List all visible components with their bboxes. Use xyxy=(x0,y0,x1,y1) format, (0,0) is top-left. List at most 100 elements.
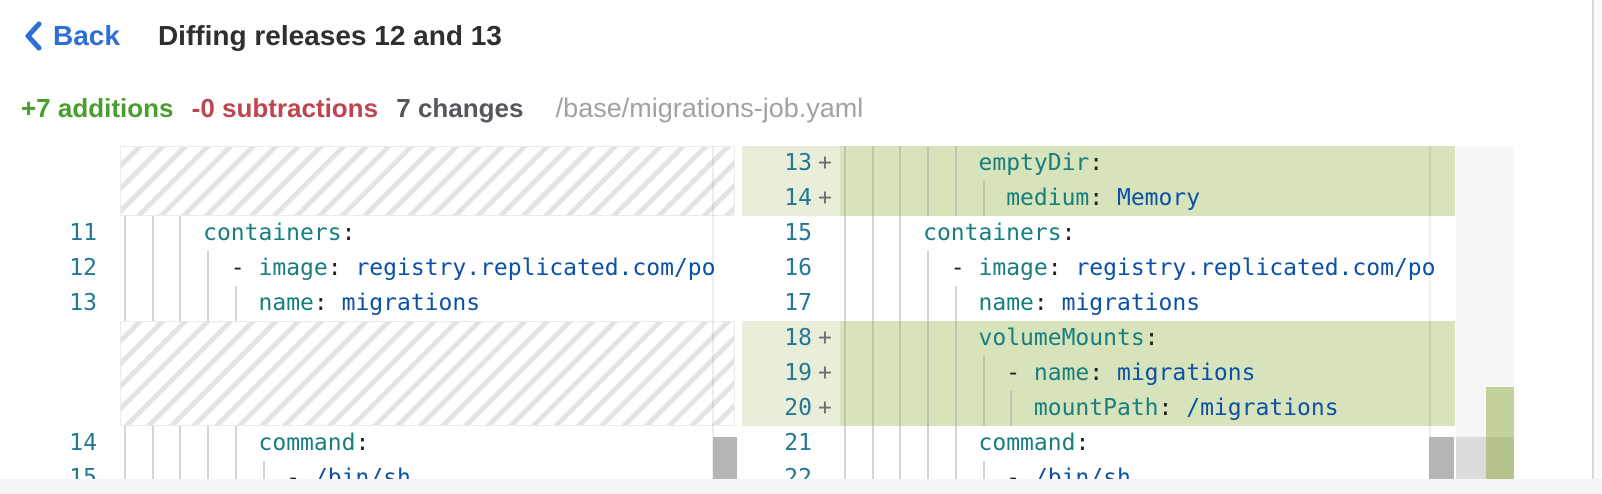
indent-guide xyxy=(844,461,846,494)
diff-line[interactable]: 20+mountPath: /migrations xyxy=(742,391,1455,426)
indent-guide xyxy=(151,216,154,251)
indent-guide xyxy=(234,286,237,321)
code-text: name: migrations xyxy=(258,290,481,316)
indent-guide xyxy=(954,426,957,461)
diff-line[interactable]: 15 containers: xyxy=(742,216,1455,251)
page-header: Back Diffing releases 12 and 13 xyxy=(23,20,502,52)
added-line-highlight xyxy=(840,356,1455,391)
diff-line[interactable]: 19+- name: migrations xyxy=(742,356,1455,391)
bottom-strip xyxy=(0,479,1602,494)
indent-guide xyxy=(899,461,902,494)
indent-guide xyxy=(927,286,930,321)
indent-guide xyxy=(844,356,846,391)
code-text: containers: xyxy=(923,220,1076,246)
collapsed-unchanged-region[interactable] xyxy=(120,146,735,216)
back-button[interactable]: Back xyxy=(23,20,120,52)
indent-guide xyxy=(234,426,237,461)
indent-guide xyxy=(899,391,902,426)
code-text: - image: registry.replicated.com/po xyxy=(950,255,1436,281)
indent-guide xyxy=(124,426,126,461)
indent-guide xyxy=(844,181,846,216)
added-marker: + xyxy=(818,360,832,386)
added-line-highlight xyxy=(840,146,1455,181)
indent-guide xyxy=(982,181,985,216)
code-text: command: xyxy=(258,430,370,456)
added-gutter-highlight xyxy=(742,146,840,181)
indent-guide xyxy=(124,286,126,321)
added-marker: + xyxy=(818,185,832,211)
line-number: 12 xyxy=(69,255,97,281)
changes-count: 7 changes xyxy=(396,93,524,123)
indent-guide xyxy=(954,181,957,216)
indent-guide xyxy=(927,321,930,356)
indent-guide xyxy=(207,286,210,321)
collapsed-unchanged-region[interactable] xyxy=(120,321,735,426)
diff-line[interactable]: 13+emptyDir: xyxy=(742,146,1455,181)
indent-guide xyxy=(927,251,930,286)
line-number: 13 xyxy=(784,150,812,176)
added-line-highlight xyxy=(840,181,1455,216)
indent-guide xyxy=(871,181,874,216)
indent-guide xyxy=(179,426,182,461)
indent-guide xyxy=(954,146,957,181)
code-text: medium: Memory xyxy=(1006,185,1201,211)
code-text: - name: migrations xyxy=(1006,360,1256,386)
vertical-scrollbar-thumb[interactable] xyxy=(1429,437,1454,479)
indent-guide xyxy=(207,426,210,461)
indent-guide xyxy=(954,286,957,321)
indent-guide xyxy=(899,321,902,356)
indent-guide xyxy=(871,426,874,461)
indent-guide xyxy=(927,181,930,216)
indent-guide xyxy=(844,146,846,181)
indent-guide xyxy=(124,461,126,494)
added-line-highlight xyxy=(840,391,1455,426)
added-gutter-highlight xyxy=(742,181,840,216)
diff-line[interactable]: 12 - image: registry.replicated.com/po xyxy=(23,251,737,286)
indent-guide xyxy=(179,251,182,286)
indent-guide xyxy=(124,251,126,286)
back-label: Back xyxy=(53,20,120,51)
code-text: mountPath: /migrations xyxy=(1033,395,1339,421)
diff-line[interactable]: 14+ medium: Memory xyxy=(742,181,1455,216)
diff-line[interactable]: 18+volumeMounts: xyxy=(742,321,1455,356)
indent-guide xyxy=(954,391,957,426)
added-line-highlight xyxy=(840,321,1455,356)
line-number: 11 xyxy=(69,220,97,246)
scrollbar-track-border xyxy=(1429,146,1431,479)
line-number: 15 xyxy=(784,220,812,246)
code-text: command: xyxy=(978,430,1090,456)
code-text: - image: registry.replicated.com/po xyxy=(230,255,716,281)
added-marker: + xyxy=(818,150,832,176)
indent-guide xyxy=(151,251,154,286)
added-marker: + xyxy=(818,325,832,351)
indent-guide xyxy=(899,146,902,181)
chevron-left-icon xyxy=(23,20,44,52)
line-number: 14 xyxy=(784,185,812,211)
indent-guide xyxy=(207,461,210,494)
indent-guide xyxy=(844,251,846,286)
diff-line[interactable]: 16- image: registry.replicated.com/po xyxy=(742,251,1455,286)
indent-guide xyxy=(927,146,930,181)
indent-guide xyxy=(844,426,846,461)
indent-guide xyxy=(927,356,930,391)
indent-guide xyxy=(844,216,846,251)
indent-guide xyxy=(954,461,957,494)
indent-guide xyxy=(927,391,930,426)
indent-guide xyxy=(899,216,902,251)
indent-guide xyxy=(1010,391,1013,426)
additions-count: +7 additions xyxy=(21,93,174,123)
overview-ruler[interactable] xyxy=(1456,146,1514,479)
indent-guide xyxy=(927,426,930,461)
indent-guide xyxy=(179,286,182,321)
indent-guide xyxy=(151,286,154,321)
indent-guide xyxy=(124,216,126,251)
indent-guide xyxy=(871,286,874,321)
vertical-scrollbar-thumb[interactable] xyxy=(713,437,737,479)
